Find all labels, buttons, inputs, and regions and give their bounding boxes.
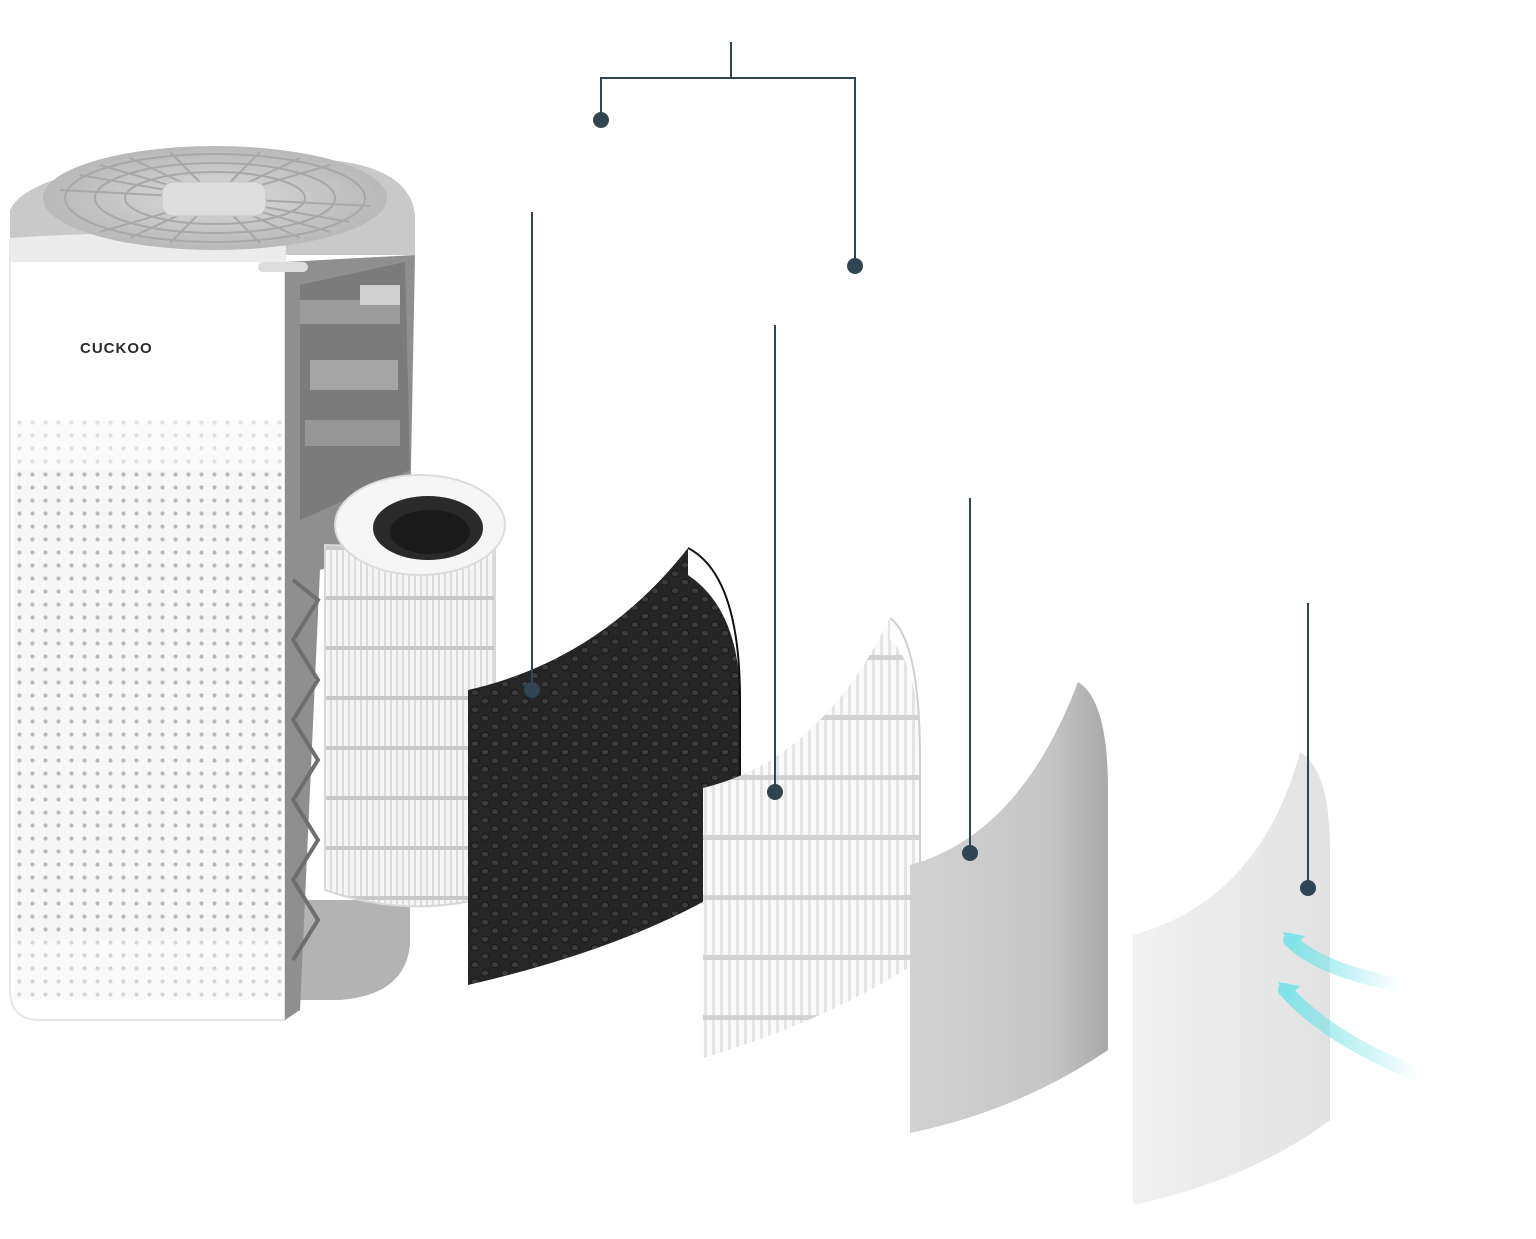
airflow-arrowhead-icon: [1283, 932, 1305, 950]
brand-logo: CUCKOO: [80, 340, 153, 357]
callout-dot: [593, 112, 609, 128]
callout-dot: [847, 258, 863, 274]
air-intake-grille: [14, 470, 282, 940]
hepa-cartridge: [324, 474, 506, 908]
callout-dot: [1300, 880, 1316, 896]
medium-filter: [910, 682, 1108, 1133]
hepa-filter: [703, 617, 921, 1058]
callout-dot: [524, 682, 540, 698]
callout-leaders: [531, 42, 1309, 888]
carbon-filter: [468, 547, 741, 985]
pre-filter: [1133, 752, 1330, 1205]
air-purifier-unit: [9, 146, 415, 1021]
callout-dot: [962, 845, 978, 861]
airflow-arrows: [1278, 933, 1427, 1082]
callout-dot: [767, 784, 783, 800]
airflow-arrowhead-icon: [1278, 982, 1300, 1000]
